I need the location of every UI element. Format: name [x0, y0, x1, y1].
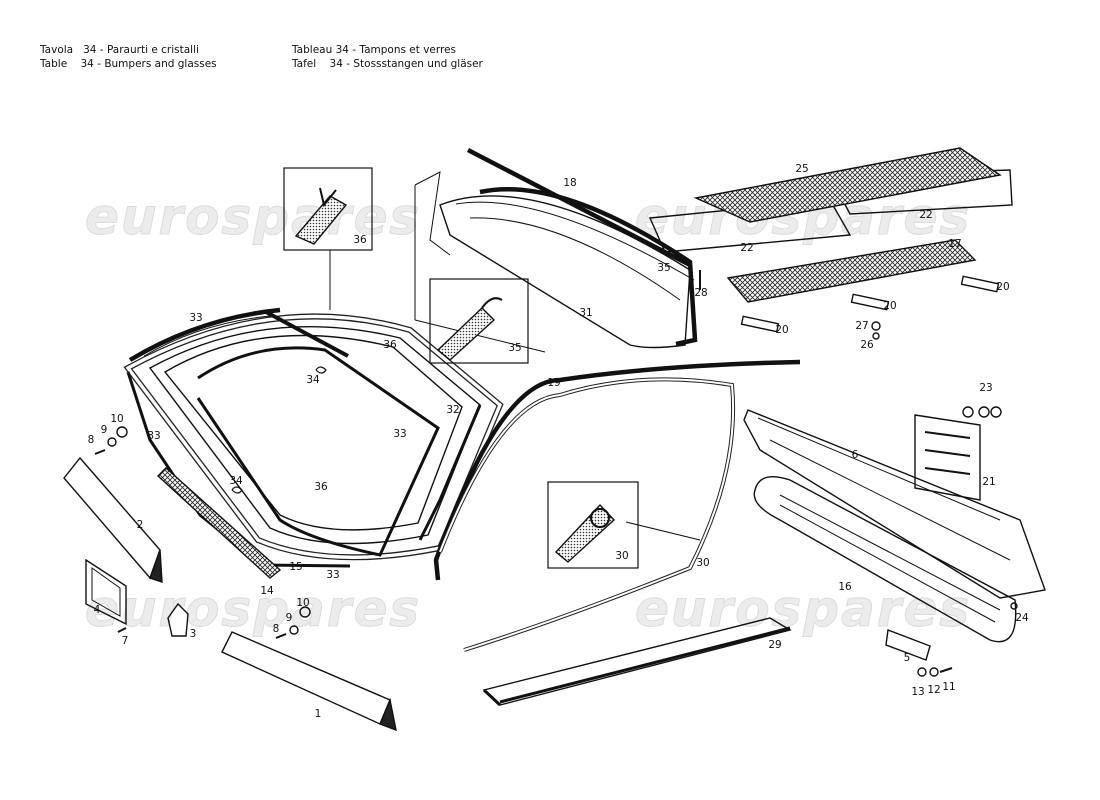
- callout-21: 21: [982, 476, 996, 488]
- washer-13: [917, 667, 927, 677]
- callout-36b: 36: [314, 481, 328, 493]
- callout-14: 14: [260, 585, 274, 597]
- callout-26: 26: [860, 339, 874, 351]
- rear-grille: [753, 476, 1017, 643]
- bracket-20a: [740, 315, 780, 333]
- callout-1: 1: [314, 708, 322, 720]
- detail-box-30: [547, 481, 639, 569]
- callout-19: 19: [547, 377, 561, 389]
- rear-window-assembly: [414, 148, 698, 353]
- callout-11: 11: [942, 681, 956, 693]
- mesh-grille-25: [693, 147, 1002, 223]
- washer-12: [929, 667, 939, 677]
- title-italian: Tavola 34 - Paraurti e cristalli: [40, 44, 199, 56]
- callout-16: 16: [838, 581, 852, 593]
- screw-8a: [94, 449, 106, 455]
- callout-23: 23: [979, 382, 993, 394]
- callout-2: 2: [136, 519, 144, 531]
- callout-6: 6: [851, 449, 859, 461]
- callout-7: 7: [121, 635, 129, 647]
- callout-4: 4: [93, 604, 101, 616]
- callout-10b: 10: [296, 597, 310, 609]
- detail-box-35: [429, 278, 529, 364]
- callout-31: 31: [579, 307, 593, 319]
- callout-28: 28: [694, 287, 708, 299]
- callout-20a: 20: [775, 324, 789, 336]
- sill-trim: [482, 617, 792, 707]
- bracket-20c: [960, 275, 1000, 293]
- callout-34a: 34: [306, 374, 320, 386]
- callout-9a: 9: [100, 424, 108, 436]
- callout-17: 17: [948, 238, 962, 250]
- front-bumper-2: [63, 456, 163, 583]
- callout-10a: 10: [110, 413, 124, 425]
- title-german: Tafel 34 - Stossstangen und gläser: [292, 58, 483, 70]
- front-bumper-1: [221, 631, 397, 732]
- washer-27: [871, 321, 881, 331]
- screw-26: [872, 332, 880, 340]
- side-light-4: [85, 558, 127, 626]
- title-french: Tableau 34 - Tampons et verres: [292, 44, 457, 56]
- callout-33b: 33: [147, 430, 161, 442]
- callout-22b: 22: [919, 209, 933, 221]
- screw-11: [939, 667, 953, 673]
- callout-15: 15: [289, 561, 303, 573]
- callout-30-detail: 30: [615, 550, 629, 562]
- callout-33a: 33: [189, 312, 203, 324]
- callout-35-detail: 35: [508, 342, 522, 354]
- screw-8b: [275, 633, 287, 639]
- callout-29: 29: [768, 639, 782, 651]
- callout-34b: 34: [229, 475, 243, 487]
- callout-12: 12: [927, 684, 941, 696]
- pillar-strip-14: [156, 467, 282, 579]
- door-seal-assembly: [433, 359, 801, 652]
- nut-10a: [116, 426, 128, 438]
- screw-7: [117, 627, 127, 633]
- callout-36a: 36: [383, 339, 397, 351]
- bracket-20b: [850, 293, 890, 311]
- watermark-bottom-left: eurospares: [84, 580, 422, 639]
- watermark-bottom-right: eurospares: [634, 580, 972, 639]
- callout-9b: 9: [285, 612, 293, 624]
- callout-22a: 22: [740, 242, 754, 254]
- nut-10b: [299, 606, 311, 618]
- callout-33c: 33: [393, 428, 407, 440]
- rear-bumper: [743, 409, 1046, 599]
- callout-35: 35: [657, 262, 671, 274]
- callout-25: 25: [795, 163, 809, 175]
- title-english: Table 34 - Bumpers and glasses: [40, 58, 217, 70]
- callout-27: 27: [855, 320, 869, 332]
- washer-23a: [962, 406, 974, 418]
- callout-18: 18: [563, 177, 577, 189]
- windscreen-assembly: [123, 307, 504, 568]
- callout-30: 30: [696, 557, 710, 569]
- callout-13: 13: [911, 686, 925, 698]
- washer-9a: [107, 437, 117, 447]
- bracket-5: [885, 629, 931, 661]
- callout-20c: 20: [996, 281, 1010, 293]
- callout-3: 3: [189, 628, 197, 640]
- callout-24: 24: [1015, 612, 1029, 624]
- screw-24: [1010, 602, 1018, 610]
- callout-5: 5: [903, 652, 911, 664]
- washer-23c: [990, 406, 1002, 418]
- callout-8b: 8: [272, 623, 280, 635]
- callout-8a: 8: [87, 434, 95, 446]
- callout-20b: 20: [883, 300, 897, 312]
- callout-33d: 33: [326, 569, 340, 581]
- mesh-panel-17: [726, 239, 977, 303]
- detail-box-36: [283, 167, 373, 310]
- callout-32: 32: [446, 404, 460, 416]
- number-plate-bracket: [914, 414, 981, 501]
- washer-23b: [978, 406, 990, 418]
- callout-36-detail: 36: [353, 234, 367, 246]
- watermark-top-left: eurospares: [84, 188, 422, 247]
- washer-9b: [289, 625, 299, 635]
- clip-3: [167, 602, 189, 637]
